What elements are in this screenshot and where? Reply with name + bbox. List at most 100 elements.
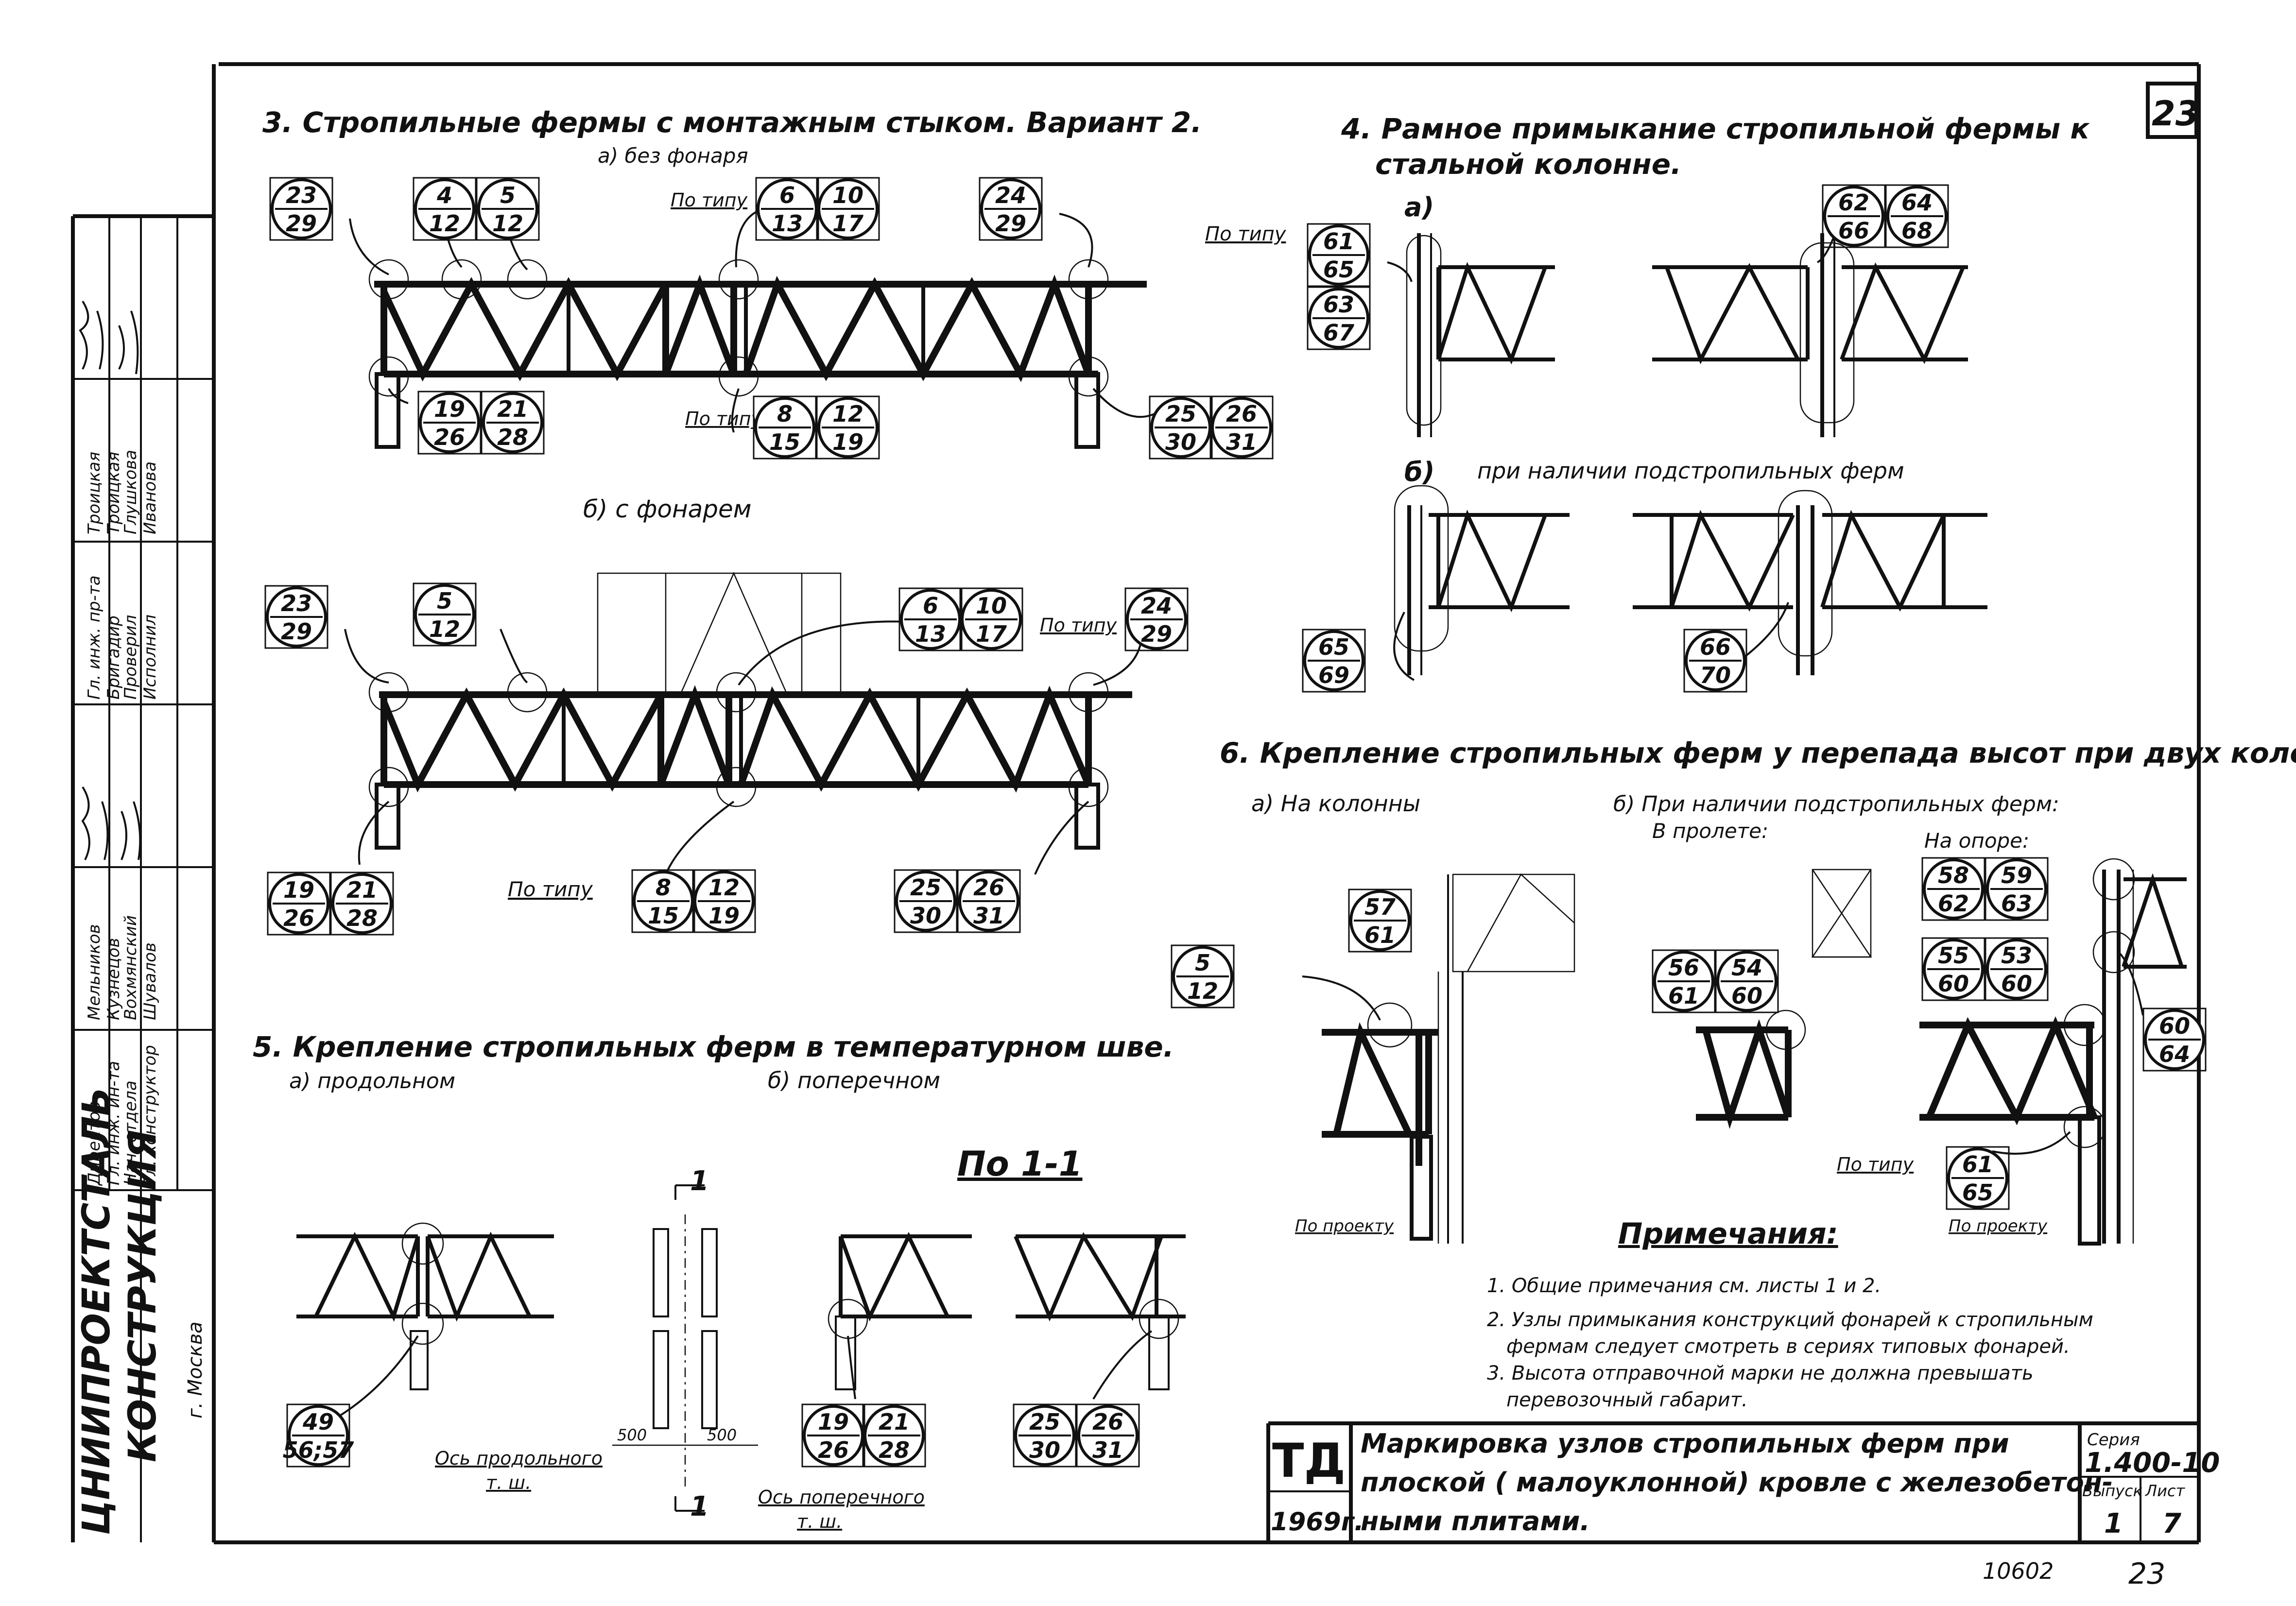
node-marker-bottom: 63 — [2001, 890, 2032, 917]
node-marker-frame — [816, 177, 880, 241]
frame-6b-span — [1696, 869, 1872, 1129]
frame-6a — [1302, 873, 1575, 1244]
stamp-role-5: Бригадир — [104, 615, 123, 700]
node-marker-frame — [1885, 184, 1949, 248]
node-marker-frame — [894, 869, 958, 933]
node-marker-top: 26 — [973, 874, 1004, 901]
tb-td: ТД — [1272, 1434, 1346, 1488]
node-marker-bottom: 28 — [879, 1437, 910, 1463]
node-marker-frame — [862, 1403, 926, 1468]
node-marker-bottom: 17 — [832, 210, 863, 237]
node-marker-bottom: 29 — [281, 618, 312, 645]
node-marker-top: 5 — [500, 182, 516, 208]
node-marker-frame — [1307, 223, 1371, 287]
node-marker-frame — [1985, 937, 2049, 1001]
node-marker-top: 10 — [976, 593, 1007, 619]
node-marker-frame — [1171, 944, 1235, 1008]
stamp-role-7: Исполнил — [140, 615, 160, 700]
node-marker-top: 4 — [436, 182, 452, 208]
node-marker-frame — [1076, 1403, 1140, 1468]
node-marker-top: 60 — [2159, 1013, 2190, 1039]
node-marker-frame — [2142, 1008, 2207, 1072]
node-marker-frame — [330, 871, 394, 936]
node-marker-bottom: 28 — [497, 424, 528, 450]
s5-cut-mark-top: 1 — [690, 1165, 709, 1197]
node-marker-top: 6 — [779, 182, 795, 208]
node-marker-bottom: 12 — [429, 210, 460, 237]
node-marker-frame — [476, 177, 540, 241]
node-marker-s6-5-12: 512 — [1171, 944, 1235, 1008]
note-2b: фермам следует смотреть в сериях типовых… — [1506, 1335, 2070, 1358]
node-marker-s3b-6-13: 613 — [898, 587, 963, 651]
section-6: 6. Крепление стропильных ферм у перепада… — [1220, 736, 2296, 1246]
node-marker-bottom: 31 — [1226, 429, 1257, 455]
node-marker-frame — [959, 587, 1023, 651]
s5-axis-trans-2: т. ш. — [797, 1511, 842, 1532]
stamp-name-7: Иванова — [140, 461, 160, 534]
node-marker-frame — [417, 391, 482, 455]
node-marker-bottom: 60 — [1938, 971, 1969, 997]
s5-axis-long-1: Ось продольного — [435, 1448, 603, 1469]
footer-archive-number: 10602 — [1983, 1558, 2054, 1584]
node-marker-bottom: 19 — [832, 429, 863, 455]
node-marker-bottom: 60 — [1731, 983, 1762, 1009]
tb-name-line3: ными плитами. — [1361, 1506, 1590, 1537]
node-marker-top: 61 — [1962, 1151, 1993, 1178]
s4-title-line2: стальной колонне. — [1375, 148, 1681, 181]
frame-6b-support — [1919, 858, 2187, 1246]
node-marker-s3a-4-12: 412 — [413, 177, 477, 241]
node-marker-bottom: 64 — [2159, 1041, 2190, 1067]
node-marker-s3b-8-15: 815 — [631, 869, 695, 933]
node-marker-frame — [692, 869, 756, 933]
node-marker-top: 19 — [434, 396, 465, 422]
node-marker-top: 58 — [1938, 862, 1969, 888]
node-marker-bottom: 17 — [976, 621, 1007, 647]
node-marker-top: 8 — [777, 401, 793, 427]
s3-po-tipu-2: По типу — [685, 408, 762, 429]
truss-3b — [368, 571, 1132, 850]
s3-po-tipu-3: По типу — [1040, 615, 1117, 636]
stamp-org-name2: КОНСТРУКЦИЯ — [121, 1129, 165, 1462]
node-marker-bottom: 30 — [1165, 429, 1196, 455]
node-markers: 2329412512613101724291926212881512192530… — [264, 177, 2207, 1468]
node-marker-bottom: 70 — [1700, 662, 1731, 688]
stamp-role-3: Гл. конструктор — [140, 1045, 160, 1185]
node-marker-bottom: 29 — [995, 210, 1026, 237]
node-marker-frame — [1209, 395, 1274, 460]
s4-leaders — [1387, 228, 1838, 681]
node-marker-bottom: 61 — [1668, 983, 1699, 1009]
node-marker-bottom: 15 — [648, 903, 679, 929]
note-3b: перевозочный габарит. — [1506, 1389, 1748, 1411]
node-marker-top: 6 — [923, 593, 938, 619]
node-marker-top: 26 — [1092, 1409, 1123, 1435]
node-marker-frame — [1946, 1146, 2010, 1210]
node-marker-frame — [1307, 286, 1371, 350]
node-marker-bottom: 29 — [1141, 621, 1172, 647]
node-marker-frame — [1013, 1403, 1077, 1468]
node-marker-top: 66 — [1700, 634, 1731, 660]
node-marker-bottom: 28 — [346, 905, 378, 931]
node-marker-top: 24 — [995, 182, 1026, 208]
node-marker-bottom: 62 — [1938, 890, 1969, 917]
s5-section-label: По 1-1 — [957, 1144, 1083, 1184]
s3-po-tipu-1: По типу — [671, 189, 748, 211]
node-marker-bottom: 31 — [1092, 1437, 1123, 1463]
s5-axis-trans-1: Ось поперечного — [758, 1486, 925, 1508]
node-marker-frame — [979, 177, 1043, 241]
s5-dim-left: 500 — [617, 1426, 647, 1444]
node-marker-top: 49 — [302, 1409, 334, 1435]
